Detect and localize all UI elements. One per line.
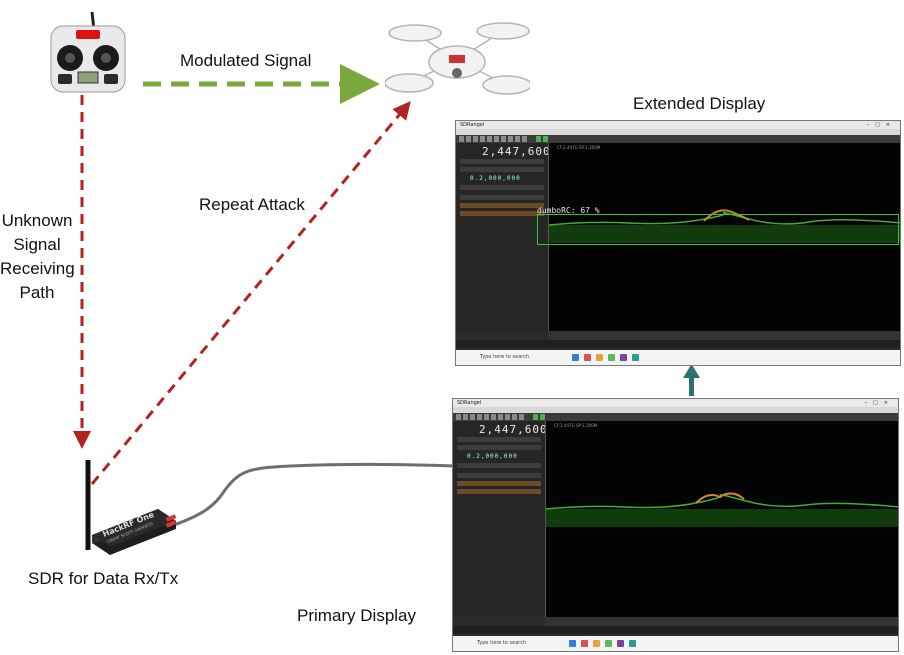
unknown-signal-line-1: Unknown xyxy=(1,211,73,230)
repeat-attack-arrow xyxy=(90,101,411,485)
taskbar-app-icon[interactable] xyxy=(620,354,627,361)
taskbar-app-icon[interactable] xyxy=(596,354,603,361)
spectrum-controls[interactable] xyxy=(545,617,898,626)
spectrum-controls[interactable] xyxy=(548,331,900,340)
sdr-caption: SDR for Data Rx/Tx xyxy=(28,569,179,588)
taskbar-app-icon[interactable] xyxy=(569,640,576,647)
taskbar-app-icon[interactable] xyxy=(608,354,615,361)
up-arrow-icon xyxy=(683,364,700,396)
device-control-panel: 2,447,600 0.2,000,000 xyxy=(456,143,551,331)
spectrum-view[interactable]: CF:2.447G SP:1.200M xyxy=(545,421,898,617)
modulated-signal-label: Modulated Signal xyxy=(180,51,312,70)
unknown-signal-line-2: Signal xyxy=(13,235,61,254)
taskbar-app-icon[interactable] xyxy=(617,640,624,647)
toolbar[interactable] xyxy=(453,413,898,421)
primary-display-window: SDRangel –□× 2,447,600 0.2,000,000 CF:2.4… xyxy=(452,398,899,652)
sdr-device-icon: HackRF One GREAT SCOTT GADGETS xyxy=(85,460,177,555)
taskbar-search[interactable]: Type here to search xyxy=(480,354,530,360)
extended-display-label: Extended Display xyxy=(633,94,766,113)
drone-icon xyxy=(385,22,530,95)
spectrum-trace xyxy=(549,209,900,243)
spectrum-caption: CF:2.447G SP:1.200M xyxy=(554,423,598,428)
unknown-signal-label: Unknown Signal Receiving Path xyxy=(0,209,75,305)
device-control-panel: 2,447,600 0.2,000,000 xyxy=(453,421,548,617)
taskbar-app-icon[interactable] xyxy=(629,640,636,647)
center-frequency[interactable]: 2,447,600 xyxy=(482,145,551,158)
toolbar[interactable] xyxy=(456,135,900,143)
menu-bar[interactable] xyxy=(453,407,898,413)
spectrum-caption: CF:2.447G SP:1.200M xyxy=(557,145,601,150)
window-title: SDRangel xyxy=(460,122,485,128)
taskbar-app-icon[interactable] xyxy=(581,640,588,647)
secondary-frequency: 0.2,000,000 xyxy=(467,453,518,460)
taskbar-app-icon[interactable] xyxy=(584,354,591,361)
unknown-signal-line-3: Receiving xyxy=(0,259,75,278)
taskbar-app-icon[interactable] xyxy=(605,640,612,647)
primary-display-label: Primary Display xyxy=(297,606,417,625)
window-title: SDRangel xyxy=(457,400,482,406)
taskbar-app-icon[interactable] xyxy=(572,354,579,361)
spectrum-trace xyxy=(546,492,898,527)
status-bar xyxy=(453,626,898,634)
windows-taskbar: Type here to search xyxy=(456,350,900,365)
center-frequency[interactable]: 2,447,600 xyxy=(479,423,548,436)
extended-display-window: SDRangel –□× 2,447,600 0.2,000,000 CF:2.4… xyxy=(455,120,901,366)
unknown-signal-line-4: Path xyxy=(19,283,55,302)
spectrum-view[interactable]: CF:2.447G SP:1.200M dumboRC: 67 % xyxy=(537,143,900,331)
usb-cable xyxy=(164,463,456,530)
detection-box xyxy=(537,214,899,245)
remote-controller-icon xyxy=(50,11,126,93)
detection-label: dumboRC: 67 % xyxy=(537,206,600,215)
taskbar-app-icon[interactable] xyxy=(593,640,600,647)
secondary-frequency: 0.2,000,000 xyxy=(470,175,521,182)
taskbar-app-icon[interactable] xyxy=(632,354,639,361)
menu-bar[interactable] xyxy=(456,129,900,135)
repeat-attack-label: Repeat Attack xyxy=(199,195,305,214)
status-bar xyxy=(456,340,900,348)
window-titlebar: SDRangel –□× xyxy=(453,399,898,407)
taskbar-search[interactable]: Type here to search xyxy=(477,640,527,646)
window-titlebar: SDRangel –□× xyxy=(456,121,900,129)
window-controls[interactable]: –□× xyxy=(866,122,896,128)
window-controls[interactable]: –□× xyxy=(864,400,894,406)
windows-taskbar: Type here to search xyxy=(453,636,898,651)
